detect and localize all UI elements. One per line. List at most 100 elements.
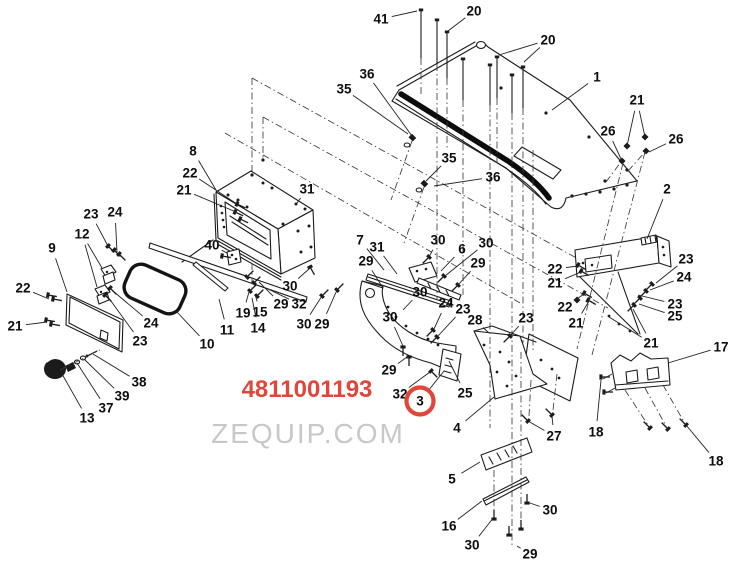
callout-41: 41	[373, 12, 389, 27]
leader-line	[457, 500, 483, 520]
leader-line	[573, 293, 585, 302]
leader-line	[655, 265, 678, 284]
leader-line	[685, 424, 710, 453]
callout-21: 21	[176, 183, 192, 198]
leader-line	[637, 294, 665, 302]
callout-23: 23	[667, 297, 683, 312]
leader-line	[523, 47, 541, 63]
leader-line	[425, 165, 442, 182]
leader-line	[218, 298, 225, 320]
leader-line	[371, 270, 384, 289]
leader-line	[428, 249, 434, 258]
callout-39: 39	[114, 389, 129, 404]
leader-line	[638, 303, 665, 313]
callout-32: 32	[392, 387, 407, 402]
callout-8: 8	[189, 144, 197, 159]
leader-line	[509, 325, 520, 337]
leader-line	[383, 255, 398, 275]
callout-21: 21	[629, 93, 645, 108]
leader-line	[447, 17, 466, 32]
leader-line	[32, 291, 50, 300]
callout-32: 32	[291, 297, 306, 312]
callout-15: 15	[252, 305, 268, 320]
leader-line	[297, 267, 311, 279]
highlighted-callout-3: 3	[416, 394, 424, 409]
callout-30: 30	[464, 538, 479, 553]
leader-line	[61, 373, 82, 409]
callout-14: 14	[250, 321, 266, 336]
callout-38: 38	[131, 375, 147, 390]
part-17-bracket	[610, 352, 671, 391]
bolt-41	[418, 8, 424, 59]
leader-line	[429, 370, 445, 390]
callout-20: 20	[540, 33, 555, 48]
callout-35: 35	[441, 151, 457, 166]
leader-line	[596, 379, 602, 422]
callout-31: 31	[369, 240, 385, 255]
part-7-strip	[365, 273, 452, 308]
callout-30: 30	[282, 279, 297, 294]
leader-line	[646, 199, 664, 240]
callout-6: 6	[458, 242, 466, 257]
callout-29: 29	[314, 317, 329, 332]
leader-line	[437, 316, 456, 337]
callout-30: 30	[412, 285, 427, 300]
leader-line	[25, 321, 48, 326]
callout-25: 25	[667, 309, 683, 324]
leader-line	[83, 358, 115, 389]
leader-line	[221, 249, 228, 254]
callout-30: 30	[478, 236, 493, 251]
highlight-circle-group: 3	[404, 385, 436, 417]
leader-line	[175, 310, 200, 337]
callout-5: 5	[448, 472, 456, 487]
leader-lines	[25, 10, 711, 549]
hood-bolt-holes	[499, 86, 629, 198]
leader-line	[461, 461, 481, 474]
part-11-rail	[148, 242, 308, 303]
part-16-bar	[482, 476, 530, 506]
leader-line	[265, 287, 290, 300]
callout-22: 22	[547, 262, 562, 277]
callout-21: 21	[643, 336, 659, 351]
part-2-support-bracket	[574, 234, 672, 335]
callout-22: 22	[15, 281, 30, 296]
callout-40: 40	[204, 238, 219, 253]
part-1-hood	[391, 40, 638, 210]
callout-30: 30	[430, 233, 445, 248]
highlight-circle	[404, 385, 436, 417]
part-6-bracket	[408, 261, 462, 301]
leader-line	[394, 326, 404, 347]
leader-line	[402, 299, 413, 311]
leader-line	[391, 10, 418, 18]
callout-28: 28	[467, 313, 483, 328]
leader-line	[626, 110, 636, 147]
callout-36: 36	[359, 67, 375, 82]
part-9-door	[65, 293, 124, 353]
leader-line	[457, 270, 471, 286]
leader-line	[551, 415, 554, 426]
callout-29: 29	[358, 254, 373, 269]
leader-line	[608, 316, 642, 338]
callout-21: 21	[568, 316, 584, 331]
callout-35: 35	[336, 82, 352, 97]
callout-22: 22	[557, 300, 572, 315]
leader-line	[373, 82, 413, 137]
part-4-mount-panel	[473, 325, 579, 402]
part-40-bracket	[226, 248, 242, 266]
callout-26: 26	[600, 124, 616, 139]
leader-line	[198, 178, 238, 205]
callout-22: 22	[182, 166, 197, 181]
leader-line	[258, 281, 274, 297]
callout-21: 21	[7, 319, 23, 334]
callout-36: 36	[485, 170, 501, 185]
leader-line	[444, 249, 478, 277]
leader-line	[648, 143, 667, 153]
callout-7: 7	[356, 233, 364, 248]
leader-line	[433, 178, 483, 187]
leader-line	[667, 349, 711, 364]
callout-29: 29	[273, 297, 288, 312]
callout-23: 23	[455, 302, 471, 317]
leader-line	[107, 296, 134, 333]
callout-30: 30	[382, 310, 397, 325]
